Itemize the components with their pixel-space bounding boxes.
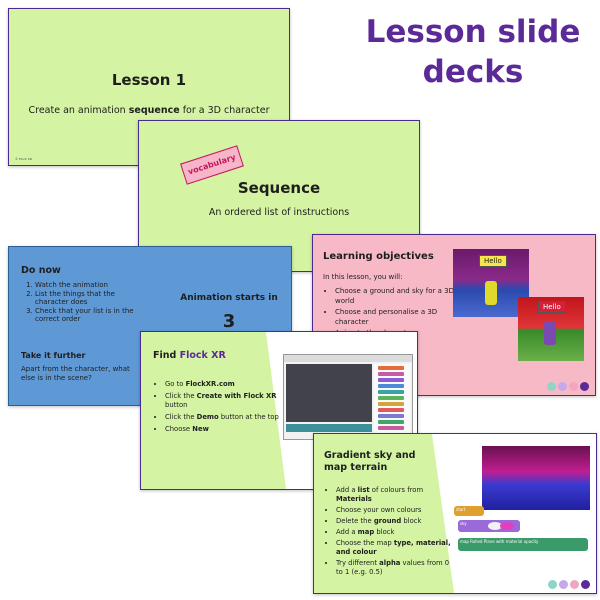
list-item: Add a list of colours from Materials [336,486,456,504]
mascot-icon [569,382,578,391]
steps-list: Go to FlockXR.com Click the Create with … [153,380,285,437]
list-item: Choose a ground and sky for a 3D world [335,287,460,306]
title-text: Find [153,350,180,361]
editor-toolbox [374,364,410,436]
character-figure [485,281,497,305]
character-figure [544,321,556,345]
mascot-icon [570,580,579,589]
objectives-intro: In this lesson, you will: [323,273,403,281]
code-blocks: start sky map Rolled Plane with material… [454,506,588,564]
gradient-sky-preview [482,446,590,510]
list-item: List the things that the character does [35,290,145,307]
speech-bubble: Hello [538,301,566,313]
slide-title: Learning objectives [323,251,434,262]
slide-find-flock-xr: Find Flock XR Go to FlockXR.com Click th… [140,331,418,490]
title-accent: Flock XR [179,350,226,361]
list-item: Click the Create with Flock XR button [165,392,285,410]
mascot-icon [548,580,557,589]
colour-swatch [500,522,514,530]
list-item: Watch the animation [35,281,145,290]
mascot-icon [559,580,568,589]
list-item: Click the Demo button at the top [165,413,285,422]
countdown-number: 3 [222,311,236,332]
subtitle-text: for a 3D character [179,105,270,116]
mascot-icon [547,382,556,391]
slide-title: Find Flock XR [153,350,226,361]
subtitle-keyword: sequence [128,105,180,116]
character-image: Hello [518,297,584,361]
list-item: Choose the map type, material, and colou… [336,539,456,557]
mascot-icon [558,382,567,391]
list-item: Choose your own colours [336,506,456,515]
list-item: Choose and personalise a 3D character [335,308,460,327]
slide-title: Gradient sky and map terrain [324,450,416,473]
mascot-icons [548,580,590,589]
list-item: Add a map block [336,528,456,537]
page-headline: Lesson slide decks [358,12,588,92]
subtitle-text: Create an animation [28,105,129,116]
mascot-icons [547,382,589,391]
slide-title: Sequence [237,179,321,197]
steps-list: Add a list of colours from Materials Cho… [324,486,456,579]
slide-learning-objectives: Learning objectives In this lesson, you … [312,234,596,396]
animation-label: Animation starts in [180,293,278,303]
colour-swatch [488,522,502,530]
character-image: Hello [453,249,529,317]
speech-bubble: Hello [479,255,507,267]
start-block: start [454,506,484,516]
steps-list: Watch the animation List the things that… [21,281,145,324]
editor-screenshot [283,354,413,440]
mascot-icon [581,580,590,589]
take-further-title: Take it further [21,351,86,360]
slide-credit: © Flock XR [15,157,32,161]
list-item: Go to FlockXR.com [165,380,285,389]
list-item: Delete the ground block [336,517,456,526]
slide-subtitle: Create an animation sequence for a 3D ch… [9,105,289,116]
take-further-text: Apart from the character, what else is i… [21,365,130,382]
slide-title: Do now [21,265,61,276]
list-item: Try different alpha values from 0 to 1 (… [336,559,456,577]
list-item: Choose New [165,425,285,434]
slide-gradient-sky: Gradient sky and map terrain Add a list … [313,433,597,594]
editor-strip [286,424,372,432]
list-item: Check that your list is in the correct o… [35,307,145,324]
headline-line-1: Lesson slide [365,14,581,50]
editor-toolbar [284,355,412,362]
slide-title: Lesson 1 [111,71,187,89]
headline-line-2: decks [422,54,524,90]
slide-background-shape [141,332,286,489]
editor-canvas [286,364,372,422]
map-block: map Rolled Plane with material opacity [458,538,588,551]
slide-subtitle: An ordered list of instructions [208,207,350,218]
slide-background-shape [314,434,454,593]
mascot-icon [580,382,589,391]
